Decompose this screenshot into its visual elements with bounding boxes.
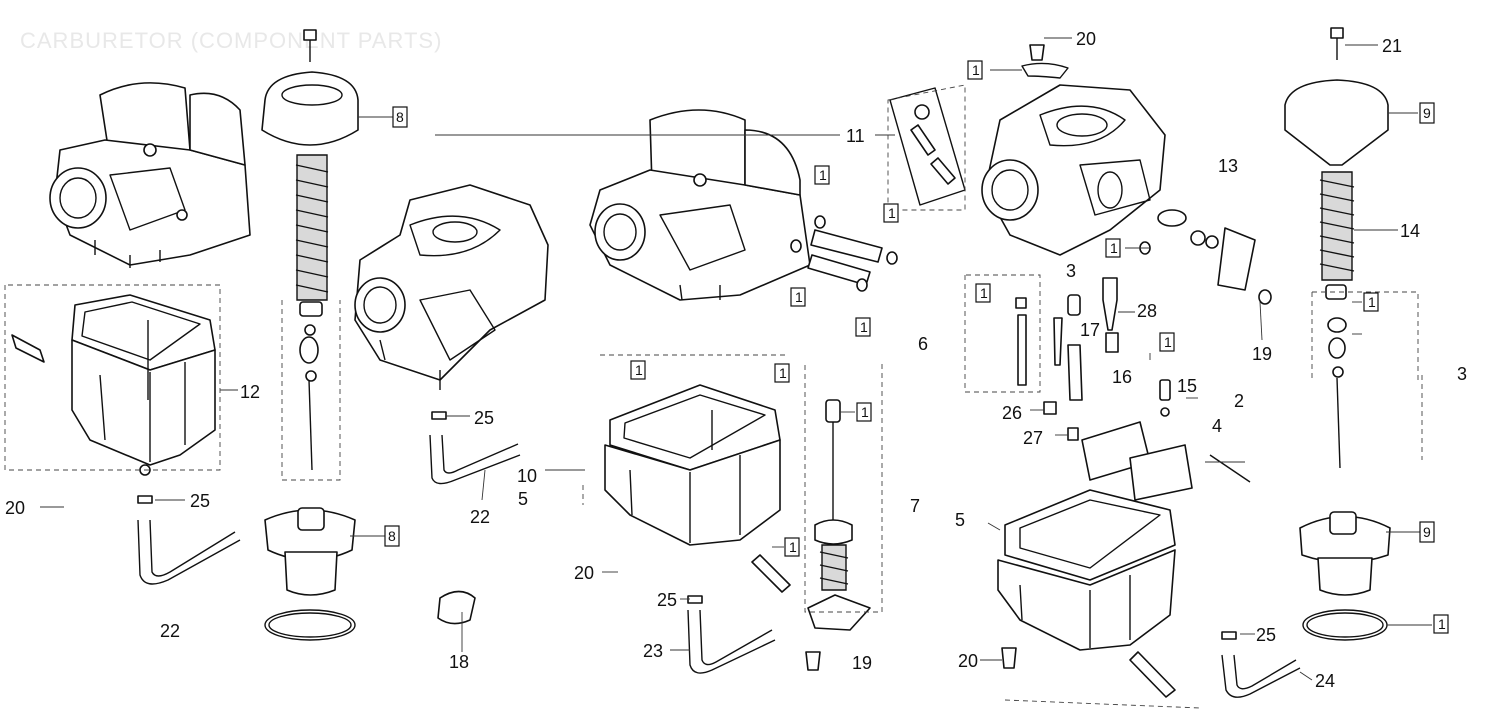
hose-23: [687, 554, 791, 674]
joint-pipes: [790, 87, 966, 292]
callout-1j: 1: [779, 365, 787, 381]
callout-22a: 22: [470, 507, 490, 527]
callout-box-1d: [1105, 238, 1121, 258]
callout-box-9b: [1419, 521, 1435, 543]
callout-14: 14: [1400, 221, 1420, 241]
callout-1g: 1: [860, 319, 868, 335]
callout-9: 9: [1423, 105, 1431, 121]
callout-3a: 3: [1066, 261, 1076, 281]
callout-7: 7: [910, 496, 920, 516]
callout-15: 15: [1177, 376, 1197, 396]
callout-20c: 20: [574, 563, 594, 583]
callout-3b: 3: [1457, 364, 1467, 384]
callout-23: 23: [643, 641, 663, 661]
callout-box-1h: [1159, 332, 1175, 352]
callout-box-1m: [1363, 292, 1379, 312]
callout-box-9: [1419, 102, 1435, 124]
callout-22b: 22: [160, 621, 180, 641]
callout-25d: 25: [1256, 625, 1276, 645]
callout-box-1b: [814, 165, 830, 185]
callout-box-1i: [630, 360, 646, 380]
callout-1f: 1: [795, 289, 803, 305]
callout-20d: 20: [958, 651, 978, 671]
callout-18: 18: [449, 652, 469, 672]
callout-box-1k: [856, 402, 872, 422]
piston-left: [264, 507, 356, 641]
callout-4: 4: [1212, 416, 1222, 436]
hose-middle: [429, 411, 521, 625]
callout-6: 6: [918, 334, 928, 354]
callout-box-1n: [1433, 614, 1449, 634]
callout-box-1j: [774, 363, 790, 383]
callout-9b: 9: [1423, 524, 1431, 540]
float-bowl-3: [604, 384, 781, 546]
callout-25b: 25: [190, 491, 210, 511]
callout-box-1g: [855, 317, 871, 337]
callout-20: 20: [1076, 29, 1096, 49]
carburetor-body-3: [589, 109, 811, 301]
callout-box-1l: [784, 537, 800, 557]
callout-21: 21: [1382, 36, 1402, 56]
callout-1n: 1: [1438, 616, 1446, 632]
callout-8: 8: [396, 109, 404, 125]
callout-10: 10: [517, 466, 537, 486]
callout-1a: 1: [972, 62, 980, 78]
float-bowl-left: [11, 294, 216, 476]
callout-19a: 19: [1252, 344, 1272, 364]
callout-27: 27: [1023, 428, 1043, 448]
hose-24: [1221, 631, 1301, 698]
callout-24: 24: [1315, 671, 1335, 691]
vacuum-chamber-cover-left: [261, 29, 359, 471]
float-right: [1081, 421, 1251, 501]
vacuum-chamber-cover-right: [1284, 27, 1391, 641]
float-valve-assembly: [805, 399, 871, 671]
group-brackets: [4, 84, 1423, 709]
callout-13: 13: [1218, 156, 1238, 176]
callout-1e: 1: [980, 285, 988, 301]
carburetor-body-2: [354, 184, 549, 390]
callout-1k: 1: [861, 404, 869, 420]
callout-26: 26: [1002, 403, 1022, 423]
callout-1i: 1: [635, 362, 643, 378]
diagram-title: CARBURETOR (COMPONENT PARTS): [20, 28, 442, 53]
callout-1d: 1: [1110, 240, 1118, 256]
callout-box-1f: [790, 287, 806, 307]
callout-20b: 20: [5, 498, 25, 518]
callout-28: 28: [1137, 301, 1157, 321]
callout-box-1c: [883, 203, 899, 223]
leader-lines: [40, 37, 1432, 681]
callout-5a: 5: [518, 489, 528, 509]
callout-5b: 5: [955, 510, 965, 530]
callout-11: 11: [846, 126, 865, 146]
callout-25a: 25: [474, 408, 494, 428]
callout-25c: 25: [657, 590, 677, 610]
callout-16: 16: [1112, 367, 1132, 387]
float-bowl-right: [997, 489, 1176, 698]
callout-box-8: [392, 106, 408, 128]
callout-1h: 1: [1164, 334, 1172, 350]
carburetor-body-left: [49, 82, 251, 268]
callout-1l: 1: [789, 539, 797, 555]
carburetor-body-right: [981, 44, 1166, 256]
callout-box-1a: [967, 60, 983, 80]
callout-12: 12: [240, 382, 260, 402]
callout-17: 17: [1080, 320, 1100, 340]
callout-1b: 1: [819, 167, 827, 183]
callout-19b: 19: [852, 653, 872, 673]
callout-2: 2: [1234, 391, 1244, 411]
hose-left: [137, 495, 241, 585]
callout-box-1e: [975, 283, 991, 303]
callout-box-8b: [384, 525, 400, 547]
callout-labels: 20 21 8 9 11 1 1 13 14 1 1 3 28 17 1 1 6…: [5, 29, 1467, 691]
callout-1c: 1: [888, 205, 896, 221]
callout-8b: 8: [388, 528, 396, 544]
callout-1m: 1: [1368, 294, 1376, 310]
